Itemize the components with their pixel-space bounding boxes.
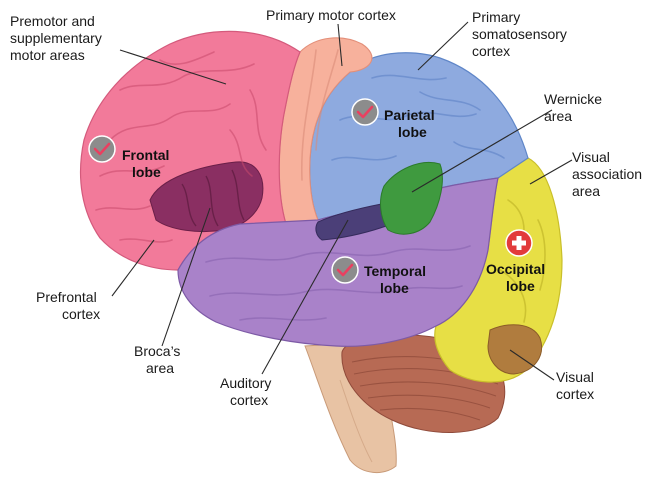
- parietal-badge: [352, 99, 378, 125]
- label-premotor: Premotor and supplementary motor areas: [10, 13, 106, 63]
- label-visual-cortex: Visual cortex: [556, 369, 598, 402]
- label-wernicke: Wernicke area: [544, 91, 606, 124]
- label-somatosensory: Primary somatosensory cortex: [472, 9, 571, 59]
- label-broca: Broca’s area: [134, 343, 184, 376]
- frontal-badge: [89, 136, 115, 162]
- occipital-badge: [506, 230, 532, 256]
- check-icon: [332, 257, 358, 283]
- label-prefrontal: Prefrontal cortex: [36, 289, 101, 322]
- check-icon: [89, 136, 115, 162]
- temporal-badge: [332, 257, 358, 283]
- label-auditory: Auditory cortex: [220, 375, 275, 408]
- check-icon: [352, 99, 378, 125]
- label-primary-motor: Primary motor cortex: [266, 7, 396, 23]
- label-visual-association: Visual association area: [572, 149, 646, 199]
